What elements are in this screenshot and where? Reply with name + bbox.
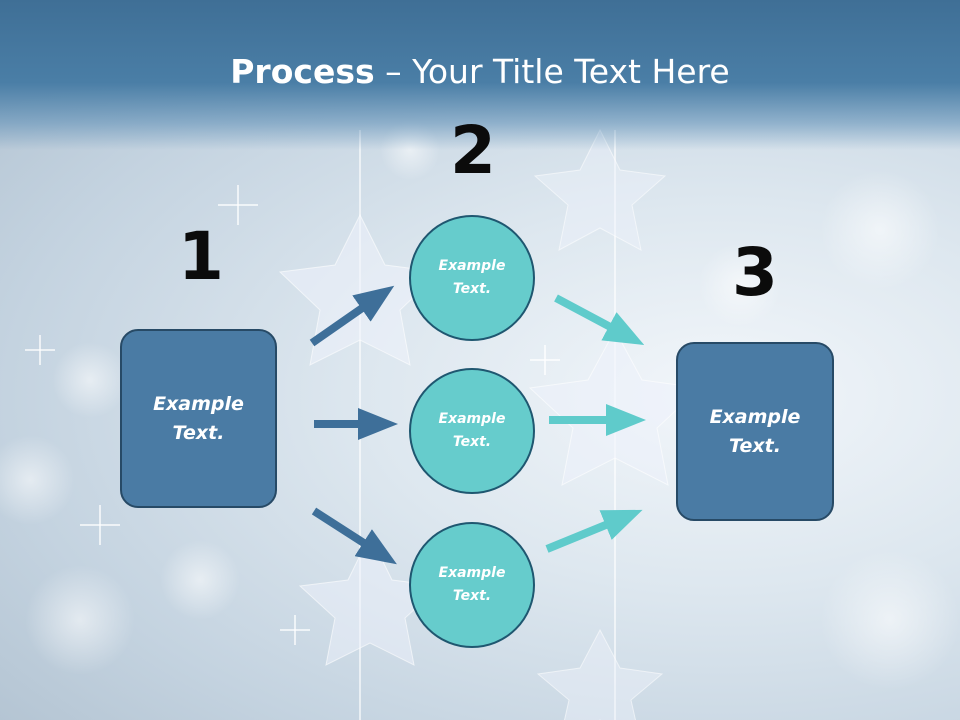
- left-box-text: Example Text.: [153, 392, 244, 444]
- bokeh-light: [52, 342, 128, 418]
- right-box-text: Example Text.: [709, 405, 801, 457]
- title-strong: Process: [230, 52, 375, 91]
- bokeh-light: [25, 565, 135, 675]
- title-band: [0, 0, 960, 150]
- step-number-1: 1: [178, 218, 224, 295]
- step-number-3: 3: [732, 234, 778, 311]
- slide-title: Process – Your Title Text Here: [0, 52, 960, 91]
- right-process-box[interactable]: Example Text.: [676, 342, 834, 521]
- middle-circle-text: Example Text.: [438, 411, 506, 450]
- bottom-circle-text: Example Text.: [438, 565, 506, 604]
- top-process-circle[interactable]: Example Text.: [409, 215, 535, 341]
- bokeh-light: [820, 170, 940, 290]
- middle-process-circle[interactable]: Example Text.: [409, 368, 535, 494]
- top-circle-text: Example Text.: [438, 258, 506, 297]
- bottom-process-circle[interactable]: Example Text.: [409, 522, 535, 648]
- step-number-2: 2: [450, 112, 496, 189]
- bokeh-light: [0, 435, 75, 525]
- bokeh-light: [820, 550, 960, 690]
- star-ornament: [533, 128, 667, 251]
- sparkle: [25, 185, 560, 645]
- star-ornament: [536, 628, 664, 720]
- bokeh-light: [160, 540, 240, 620]
- title-rest: – Your Title Text Here: [374, 52, 730, 91]
- bokeh-light: [698, 243, 782, 327]
- left-process-box[interactable]: Example Text.: [120, 329, 277, 508]
